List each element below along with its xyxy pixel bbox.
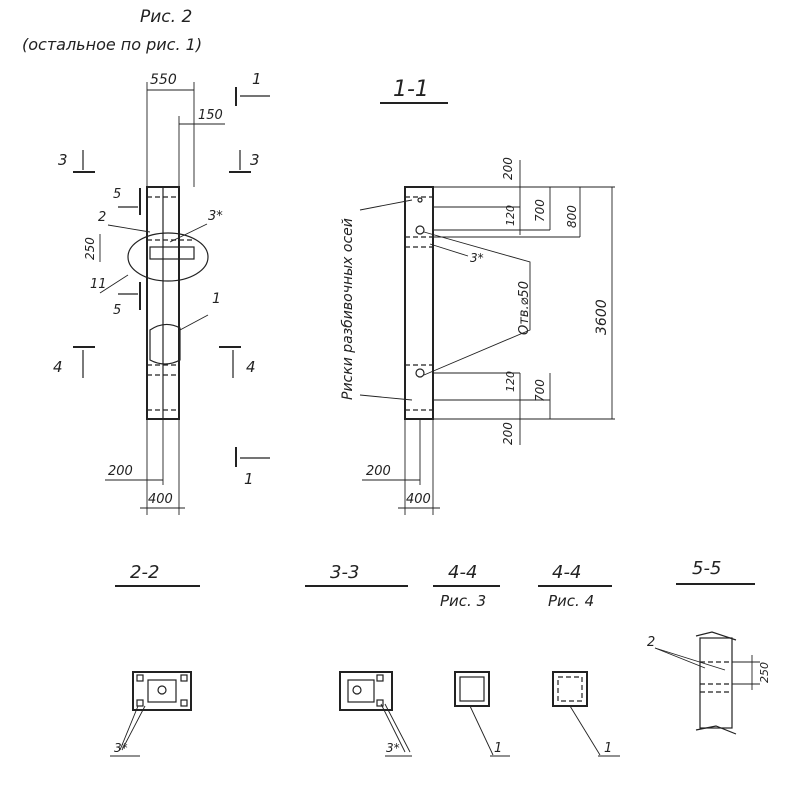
cut-5-top: 5 [113,187,121,202]
dim-550: 550 [150,72,177,88]
section-5-5-callout: 2 [647,635,655,650]
section-5-5-dim: 250 [758,662,771,683]
section-3-3: 3-3 3* [305,562,412,757]
dim-700-top: 700 [533,199,547,222]
section-4-4-fig3: 4-4 Рис. 3 1 [433,562,510,757]
section-4-4-fig3-subtitle: Рис. 3 [440,592,486,610]
cut-4-left: 4 [53,358,63,376]
cut-5-bottom: 5 [113,303,121,318]
cut-3-left: 3 [58,151,68,169]
label-part-1: 1 [212,291,221,307]
hole-top [415,225,425,235]
dim-250: 250 [83,237,97,260]
axis-marks-label: Риски разбивочных осей [340,218,356,400]
section-5-5: 5-5 2 250 [647,558,771,735]
label-part-2: 2 [98,210,106,225]
dim-120-bot: 120 [504,371,517,392]
section-1-1-view: 1-1 Риски разбивочных осей Отв.⌀50 3* [340,77,615,515]
section-4-4-fig4-subtitle: Рис. 4 [548,592,594,610]
dim-3600: 3600 [594,299,610,335]
opening-callout [127,232,209,282]
section-3-3-callout: 3* [386,741,400,755]
section-1-1-part-3: 3* [470,251,484,265]
dim-200-bot: 200 [501,422,515,445]
dim-200-top: 200 [501,157,515,180]
cut-4-right: 4 [246,358,256,376]
section-3-3-title: 3-3 [330,562,359,583]
dim-120-top: 120 [504,205,517,226]
figure-title: Рис. 2 [140,7,192,27]
section-4-4-fig4: 4-4 Рис. 4 1 [538,562,620,757]
dim-400-elev: 400 [148,492,173,507]
hole-bottom [415,368,425,378]
section-4-4-fig4-callout: 1 [604,741,612,756]
section-1-1-column [404,186,434,420]
section-4-4-fig3-callout: 1 [494,741,502,756]
cut-3-right: 3 [250,151,260,169]
section-2-2-callout: 3* [114,741,128,755]
dim-150: 150 [198,108,223,123]
figure-subtitle: (остальное по рис. 1) [22,35,202,54]
dim-200-elev: 200 [108,464,133,479]
section-5-5-title: 5-5 [692,558,721,579]
section-4-4-fig4-title: 4-4 [552,562,581,583]
section-2-2-title: 2-2 [130,562,159,583]
section-4-4-fig3-title: 4-4 [448,562,477,583]
dim-800-top: 800 [565,205,579,228]
label-part-3: 3* [208,209,223,224]
section-2-2: 2-2 3* [110,562,200,757]
embedded-part-3 [149,246,195,260]
section-1-1-title: 1-1 [393,77,429,102]
cut-1-top: 1 [252,70,262,88]
hole-label: Отв.⌀50 [517,281,532,335]
dim-700-bot: 700 [533,379,547,402]
label-11: 11 [90,277,107,292]
dim-200-base: 200 [366,464,391,479]
elevation-view: 550 150 1 1 3 3 4 4 5 5 2 [53,70,270,515]
dim-400-base: 400 [406,492,431,507]
cut-1-bottom: 1 [244,470,254,488]
